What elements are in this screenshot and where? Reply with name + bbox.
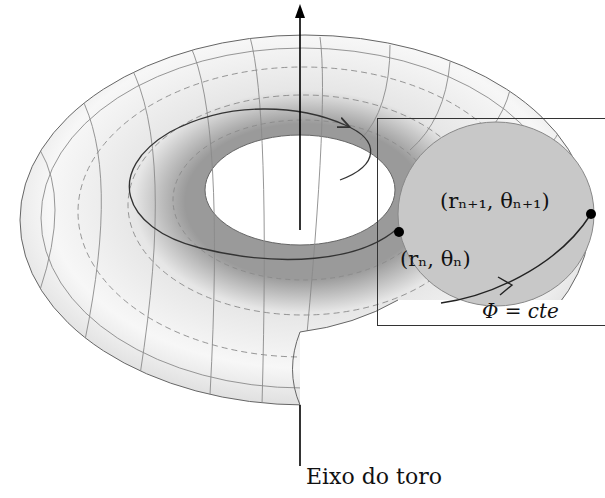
axis-arrowhead xyxy=(295,4,305,18)
point-marker xyxy=(394,227,404,237)
torus-axis xyxy=(299,405,301,466)
plane-label: Φ = cte xyxy=(482,299,559,323)
axis-label: Eixo do toro xyxy=(306,464,442,490)
torus-cut xyxy=(300,300,605,430)
cut-edge xyxy=(300,300,398,332)
direction-chevron xyxy=(498,277,512,295)
trajectory xyxy=(340,125,371,180)
cut-face-edge xyxy=(293,332,301,405)
point-label: (rₙ, θₙ) xyxy=(400,247,471,272)
cross-section-shape xyxy=(396,119,596,309)
plane-section: Φ = cte (rₙ, θₙ) (rₙ₊₁, θₙ₊₁) xyxy=(377,118,605,326)
torus-axis xyxy=(299,14,301,230)
cross-section: (rₙ, θₙ) (rₙ₊₁, θₙ₊₁) xyxy=(396,119,596,309)
point-label: (rₙ₊₁, θₙ₊₁) xyxy=(440,189,550,214)
point-marker xyxy=(586,209,596,219)
section-ellipse xyxy=(398,122,594,306)
trajectory xyxy=(129,109,398,259)
